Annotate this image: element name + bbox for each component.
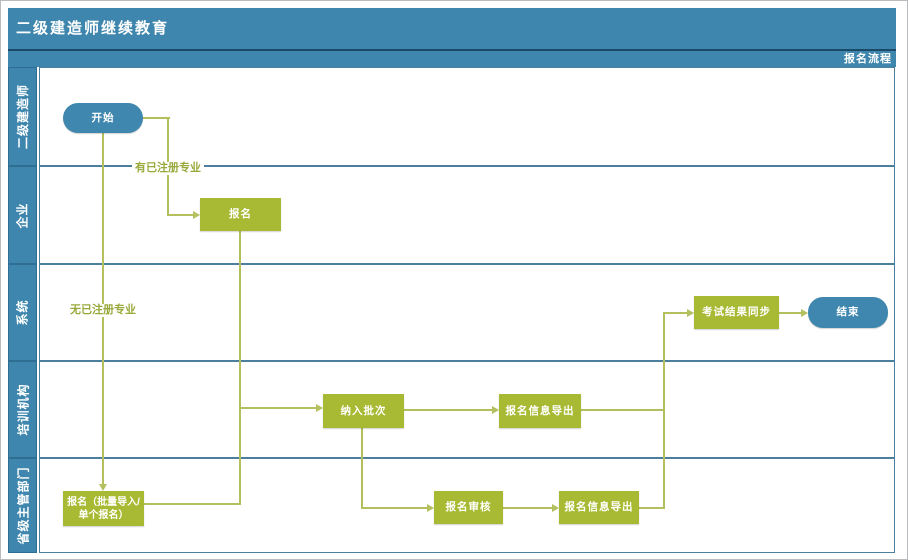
connector-include-batch-to-review <box>361 428 363 509</box>
node-label: 报名审核 <box>445 501 492 513</box>
arrow-right-icon <box>316 404 323 412</box>
arrow-right-icon <box>687 309 694 317</box>
arrow-right-icon <box>193 211 200 219</box>
connector-merge-to-include-batch <box>239 407 316 409</box>
include-batch-node[interactable]: 纳入批次 <box>323 394 404 428</box>
register-node[interactable]: 报名 <box>200 198 281 231</box>
node-label: 考试结果同步 <box>702 306 771 318</box>
lane-label-text: 企业 <box>15 201 30 229</box>
connector-review-to-export <box>503 507 552 509</box>
lane-label-enterprise: 企业 <box>8 166 37 264</box>
lane-label-provincial-department: 省级主管部门 <box>8 458 37 553</box>
node-label-line2: 单个报名） <box>78 509 129 521</box>
arrow-right-icon <box>552 504 559 512</box>
lane-label-second-level-constructor: 二级建造师 <box>8 67 37 166</box>
node-label: 结束 <box>836 306 860 318</box>
connector-export-training-to-sync <box>581 409 665 411</box>
node-label: 报名信息导出 <box>564 501 634 513</box>
connector-batch-register-to-merge <box>144 503 241 505</box>
title-divider <box>8 49 896 51</box>
arrow-down-icon <box>99 484 107 491</box>
connector-export-provincial-to-sync <box>639 507 665 509</box>
lane-label-training-institution: 培训机构 <box>8 361 37 458</box>
lane-label-system: 系统 <box>8 264 37 361</box>
lane-label-text: 系统 <box>15 299 30 326</box>
node-label: 开始 <box>91 111 115 124</box>
arrow-right-icon <box>801 309 808 317</box>
end-node[interactable]: 结束 <box>808 297 888 328</box>
registration-info-export-training-node[interactable]: 报名信息导出 <box>499 394 581 428</box>
edge-label-no-registered-major: 无已注册专业 <box>67 304 139 317</box>
node-label: 报名 <box>229 208 252 220</box>
edge-label-has-registered-major: 有已注册专业 <box>132 162 204 175</box>
arrow-right-icon <box>492 406 499 414</box>
process-title: 报名流程 <box>8 51 896 67</box>
lane-divider-1 <box>39 165 895 167</box>
registration-info-export-provincial-node[interactable]: 报名信息导出 <box>559 491 639 524</box>
registration-review-node[interactable]: 报名审核 <box>434 491 503 524</box>
node-label: 报名信息导出 <box>505 404 575 417</box>
connector-start-to-register <box>143 117 170 119</box>
lane-label-text: 省级主管部门 <box>16 466 31 545</box>
connector-start-to-register <box>167 214 193 216</box>
lane-divider-3 <box>39 360 895 362</box>
page-title: 二级建造师继续教育 <box>8 8 896 49</box>
connector-include-batch-to-export <box>404 409 492 411</box>
lane-label-text: 培训机构 <box>16 383 31 436</box>
connector-register-merge <box>239 231 241 505</box>
node-label-line1: 报名（批量导入/ <box>67 496 140 508</box>
connector-include-batch-to-review <box>361 507 427 509</box>
node-label: 纳入批次 <box>340 404 387 417</box>
connector-sync-to-end <box>779 312 801 314</box>
connector-exports-to-sync <box>663 312 687 314</box>
start-node[interactable]: 开始 <box>63 103 143 133</box>
exam-result-sync-node[interactable]: 考试结果同步 <box>694 296 779 329</box>
lane-divider-2 <box>39 263 895 265</box>
connector-exports-to-sync <box>663 312 665 509</box>
lane-label-text: 二级建造师 <box>16 83 31 150</box>
lane-divider-4 <box>39 457 895 459</box>
arrow-right-icon <box>427 504 434 512</box>
batch-register-node[interactable]: 报名（批量导入/ 单个报名） <box>63 491 144 526</box>
